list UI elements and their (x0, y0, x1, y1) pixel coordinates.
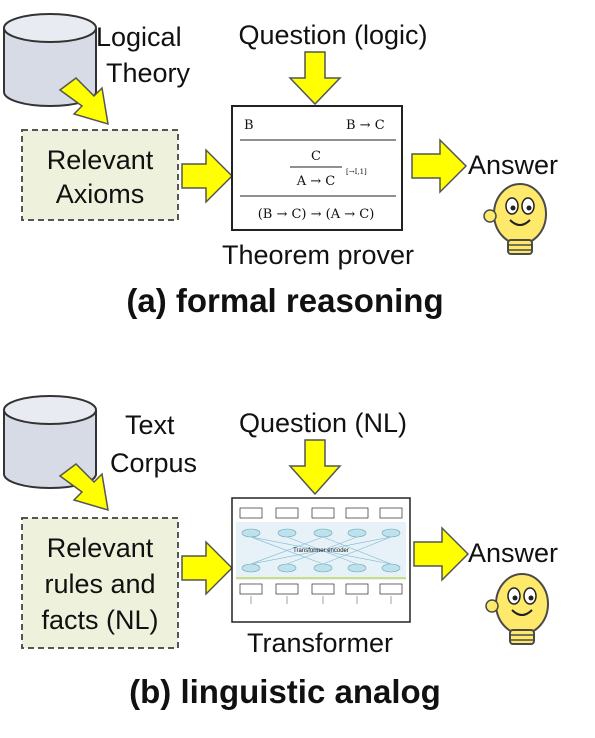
db-label-line2-b: Corpus (110, 448, 197, 478)
proof-top-left: B (244, 118, 254, 133)
engine-label-a: Theorem prover (222, 240, 414, 270)
arrow-question-down-icon (288, 439, 342, 496)
relevant-axioms-box (21, 129, 179, 221)
arrow-to-answer-icon (413, 526, 470, 582)
arrow-relevant-to-prover-icon (181, 148, 234, 204)
lightbulb-icon (483, 183, 547, 255)
proof-top-right: B → C (346, 118, 385, 133)
engine-label-b: Transformer (247, 628, 393, 658)
lightbulb-icon (485, 573, 549, 645)
panel-a: Logical Theory Relevant Axioms Question … (3, 13, 558, 319)
relevant-line3-b: facts (NL) (41, 605, 158, 635)
caption-b: (b) linguistic analog (129, 673, 441, 710)
proof-bottom: (B → C) → (A → C) (258, 207, 375, 222)
db-label-line1: Logical (96, 22, 182, 52)
proof-implication: A → C (296, 174, 336, 189)
relevant-rules-box (21, 517, 179, 649)
arrow-db-to-relevant-icon (58, 77, 109, 126)
arrow-to-answer-icon (411, 138, 468, 194)
proof-mid: C (311, 149, 321, 164)
answer-b: Answer (468, 538, 558, 568)
input-tokens (239, 583, 403, 595)
arrow-question-down-icon (288, 51, 342, 106)
theorem-prover-box (231, 105, 403, 231)
question-a: Question (logic) (238, 20, 427, 50)
output-tokens (239, 507, 403, 519)
db-label-line2: Theory (106, 58, 191, 88)
relevant-line1: Relevant (47, 145, 154, 175)
answer-a: Answer (468, 150, 558, 180)
caption-a: (a) formal reasoning (126, 282, 443, 319)
encoder-nodes (241, 528, 401, 573)
relevant-line1-b: Relevant (47, 533, 154, 563)
arrow-relevant-to-transformer-icon (181, 540, 234, 596)
arrow-db-to-relevant-icon (58, 463, 109, 512)
transformer-inner-label: Transformer encoder (293, 548, 349, 554)
transformer-box: Transformer encoder (231, 497, 411, 623)
relevant-line2-b: rules and (44, 569, 155, 599)
relevant-line2: Axioms (56, 179, 145, 209)
proof-rule-tag: [→I,1] (346, 168, 367, 176)
attention-lines (250, 536, 392, 565)
db-label-line1-b: Text (125, 410, 175, 440)
panel-b: Text Corpus Relevant rules and facts (NL… (3, 395, 558, 710)
question-b: Question (NL) (239, 408, 407, 438)
